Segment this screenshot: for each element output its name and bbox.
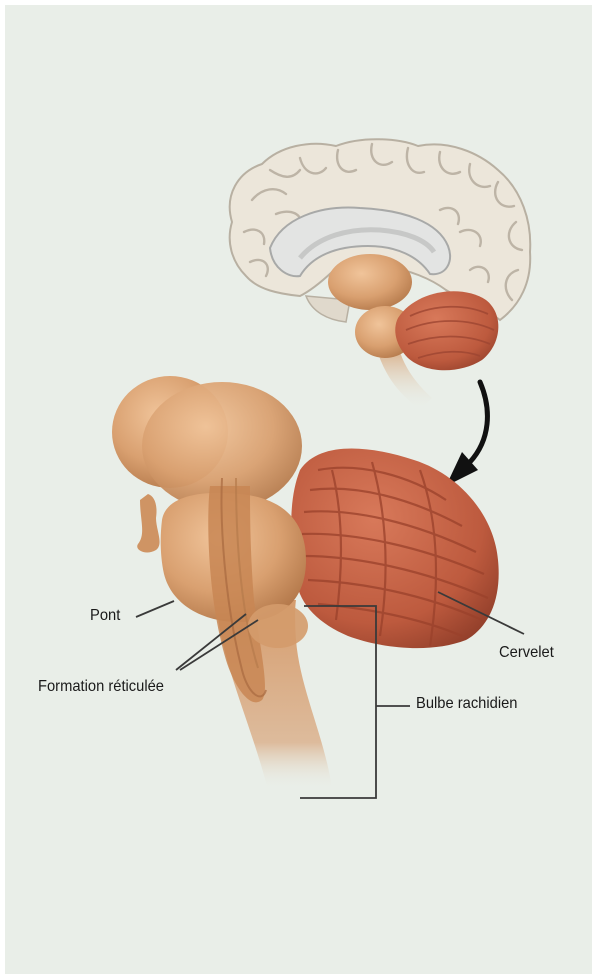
pont-leader [136, 601, 174, 617]
small-brain [230, 139, 531, 410]
label-cervelet: Cervelet [499, 644, 554, 662]
small-cerebellum [395, 291, 498, 370]
label-bulbe-rachidien: Bulbe rachidien [416, 695, 517, 713]
pituitary-stalk [137, 494, 159, 552]
medulla [248, 604, 308, 648]
small-thalamus [328, 254, 412, 310]
label-pont: Pont [90, 607, 120, 625]
large-brainstem [112, 376, 499, 790]
zoom-arrow [446, 382, 487, 486]
label-formation-reticulee: Formation réticulée [38, 678, 164, 696]
